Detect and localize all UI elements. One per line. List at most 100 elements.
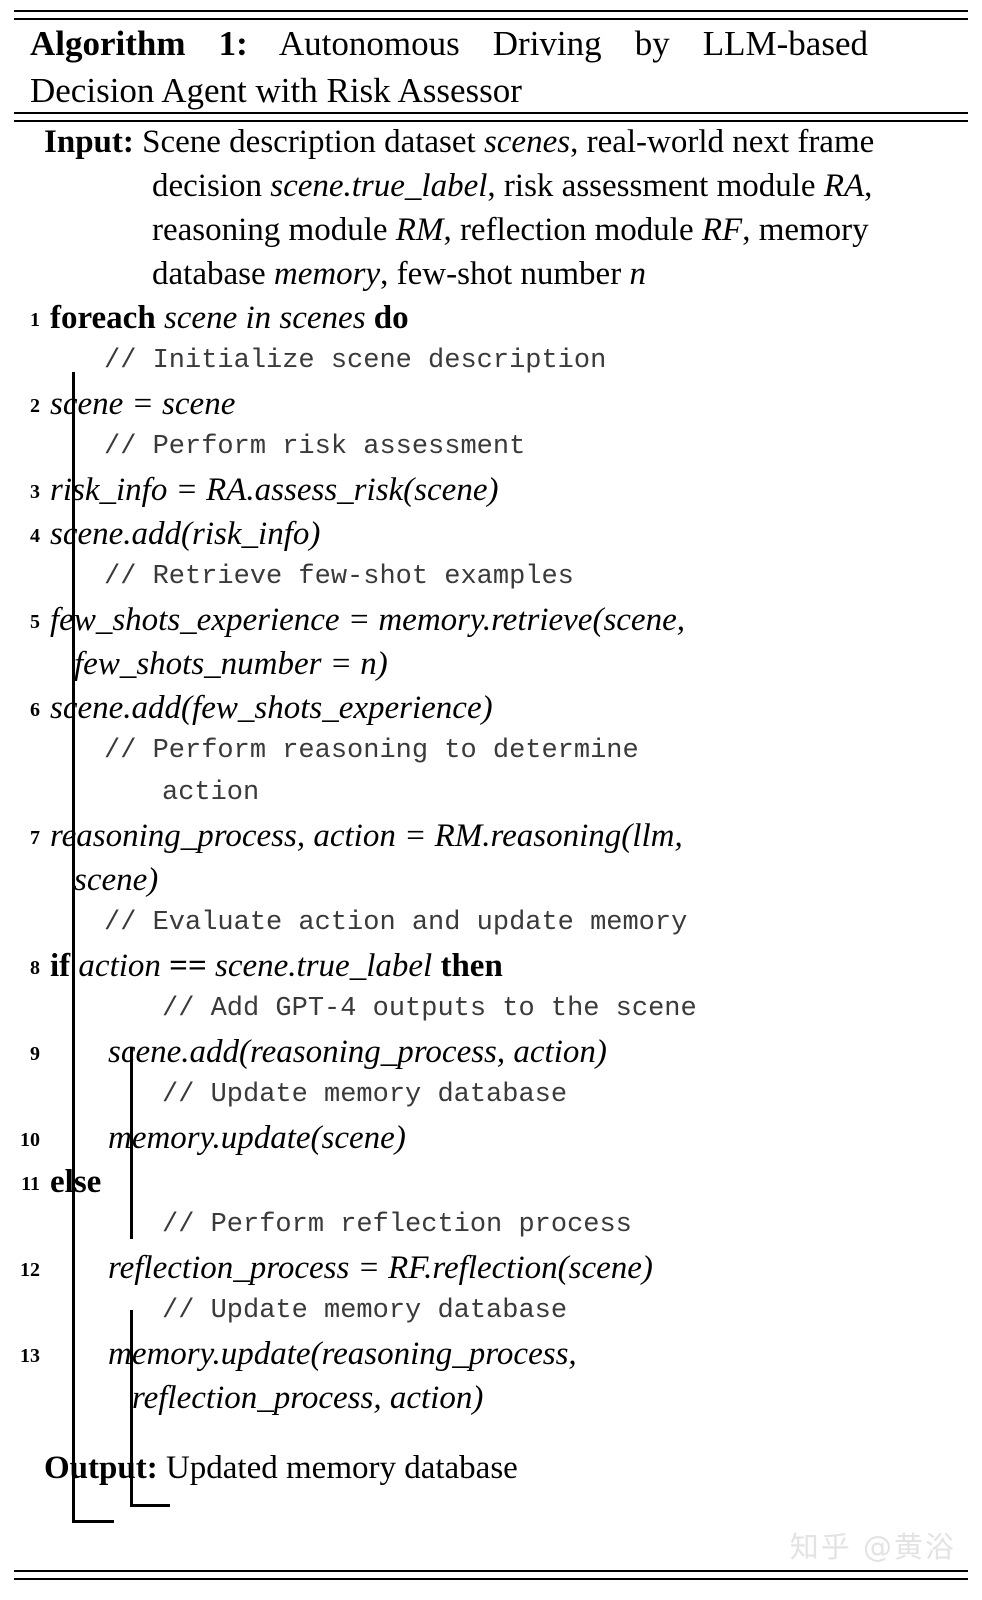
comment-retrieve: // Retrieve few-shot examples [104, 562, 574, 592]
step-code-1: foreach scene in scenes do [50, 296, 982, 340]
comment-gpt4: // Add GPT-4 outputs to the scene [162, 994, 697, 1024]
input-row: Input: Scene description dataset scenes,… [0, 120, 982, 296]
foreach-block-rule [72, 372, 75, 1520]
step-code-8: if action == scene.true_label then [50, 944, 982, 988]
if-block-rule [130, 1047, 133, 1239]
input-t12: reflection module [459, 212, 694, 248]
step-code-13b: reflection_process, action) [132, 1380, 484, 1416]
comment-row-reflection: // Perform reflection process [0, 1204, 982, 1246]
step-code-11: else [50, 1164, 102, 1200]
input-t10: RM [395, 212, 444, 248]
line-number-6: 6 [30, 699, 40, 721]
step-row-12: 12 reflection_process = RF.reflection(sc… [0, 1246, 982, 1290]
input-t7: assessment module [561, 168, 816, 204]
step-code-2: scene = scene [50, 386, 236, 422]
step-code-7a: reasoning_process, action = RM.reasoning… [50, 818, 683, 854]
var-true-label-8: scene.true_label [215, 948, 433, 984]
input-t15: memory [273, 256, 381, 292]
step-code-5b: few_shots_number = n) [74, 646, 388, 682]
bottom-rule [14, 1570, 968, 1580]
step-row-1: 1 foreach scene in scenes do [0, 296, 982, 340]
comment-row-gpt4: // Add GPT-4 outputs to the scene [0, 988, 982, 1030]
step-row-10: 10 memory.update(scene) [0, 1116, 982, 1160]
watermark: 知乎 @黄浴 [789, 1530, 956, 1564]
comment-row-retrieve: // Retrieve few-shot examples [0, 556, 982, 598]
step-code-5a: few_shots_experience = memory.retrieve(s… [50, 602, 685, 638]
comment-row-initialize: // Initialize scene description [0, 340, 982, 382]
var-action-8: action [78, 948, 161, 984]
kw-in: in [245, 300, 272, 336]
input-t5: scene.true_label [270, 168, 488, 204]
step-code-10: memory.update(scene) [108, 1120, 406, 1156]
output-label: Output: [44, 1450, 158, 1486]
step-row-13: 13 memory.update(reasoning_process, refl… [0, 1332, 982, 1420]
input-t8: RA [823, 168, 865, 204]
header-rule [14, 112, 968, 122]
kw-then: then [440, 948, 503, 984]
line-number-3: 3 [30, 481, 40, 503]
comment-initialize: // Initialize scene description [104, 346, 607, 376]
step-code-9: scene.add(reasoning_process, action) [108, 1034, 607, 1070]
comment-reasoning-b: action [162, 778, 260, 808]
comment-evaluate: // Evaluate action and update memory [104, 908, 688, 938]
step-code-6: scene.add(few_shots_experience) [50, 690, 493, 726]
algorithm-title-text: Autonomous Driving by LLM-based Decision… [30, 24, 868, 110]
input-t4: next frame decision [152, 124, 875, 204]
kw-if: if [50, 948, 71, 984]
output-block: Output: Updated memory database [44, 1446, 982, 1490]
step-row-4: 4 scene.add(risk_info) [0, 512, 982, 556]
else-block-foot [130, 1504, 170, 1507]
step-code-12: reflection_process = RF.reflection(scene… [108, 1250, 653, 1286]
output-text: Updated memory database [165, 1450, 518, 1486]
line-number-13: 13 [20, 1345, 40, 1367]
step-row-11: 11 else [0, 1160, 982, 1204]
comment-reflection: // Perform reflection process [162, 1210, 632, 1240]
comment-update-memory-2: // Update memory database [162, 1296, 568, 1326]
comment-row-risk: // Perform risk assessment [0, 426, 982, 468]
kw-do: do [373, 300, 409, 336]
algorithm-title: Algorithm 1: Autonomous Driving by LLM-b… [30, 20, 868, 114]
line-number-2: 2 [30, 395, 40, 417]
input-t16: , few-shot number [380, 256, 622, 292]
comment-update-memory-1: // Update memory database [162, 1080, 568, 1110]
step-row-2: 2 scene = scene [0, 382, 982, 426]
else-block-rule [130, 1310, 133, 1504]
var-scene-1: scene [163, 300, 238, 336]
top-rule [14, 10, 968, 20]
line-number-10: 10 [20, 1129, 40, 1151]
input-t14: , memory database [152, 212, 869, 292]
step-row-6: 6 scene.add(few_shots_experience) [0, 686, 982, 730]
input-t2: scenes [483, 124, 571, 160]
line-number-1: 1 [30, 309, 40, 331]
input-t3: , real-world [570, 124, 725, 160]
algorithm-label: Algorithm 1: [30, 24, 248, 63]
line-number-11: 11 [21, 1173, 40, 1195]
input-t1: Scene description dataset [142, 124, 476, 160]
step-row-9: 9 scene.add(reasoning_process, action) [0, 1030, 982, 1074]
input-t17: n [629, 256, 646, 292]
input-t11: , [443, 212, 452, 248]
foreach-block-foot [72, 1520, 114, 1523]
line-number-9: 9 [30, 1043, 40, 1065]
comment-row-reasoning: // Perform reasoning to determine action [0, 730, 982, 814]
comment-row-update-2: // Update memory database [0, 1290, 982, 1332]
input-t6: , risk [487, 168, 554, 204]
comment-row-update-1: // Update memory database [0, 1074, 982, 1116]
comment-row-evaluate: // Evaluate action and update memory [0, 902, 982, 944]
op-equals: == [169, 948, 207, 984]
line-number-5: 5 [30, 611, 40, 633]
comment-reasoning-a: // Perform reasoning to determine [104, 736, 639, 766]
input-label: Input: [44, 124, 134, 160]
algorithm-body: Input: Scene description dataset scenes,… [0, 120, 982, 1523]
step-code-3: risk_info = RA.assess_risk(scene) [50, 472, 499, 508]
line-number-12: 12 [20, 1259, 40, 1281]
input-block: Input: Scene description dataset scenes,… [44, 120, 982, 296]
step-row-7: 7 reasoning_process, action = RM.reasoni… [0, 814, 982, 902]
input-t9: , reasoning module [152, 168, 873, 248]
step-code-7b: scene) [74, 862, 159, 898]
var-scenes: scenes [279, 300, 366, 336]
comment-risk-assessment: // Perform risk assessment [104, 432, 526, 462]
line-number-8: 8 [30, 957, 40, 979]
step-code-13a: memory.update(reasoning_process, [108, 1336, 577, 1372]
